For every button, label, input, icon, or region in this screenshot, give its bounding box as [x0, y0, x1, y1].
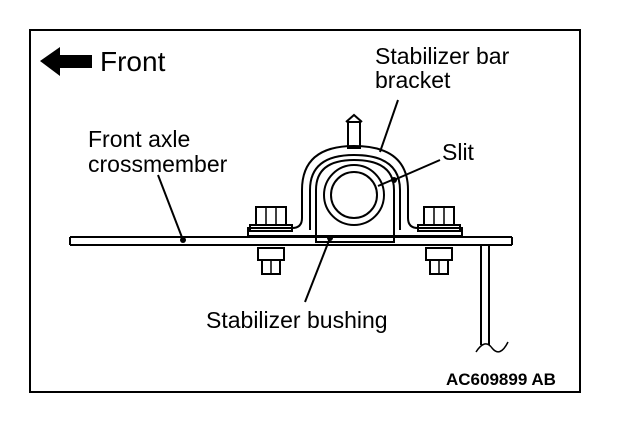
right-mounting-bolt: [417, 206, 461, 275]
stabilizer-bushing: [315, 158, 395, 243]
bracket-label-line1: Stabilizer bar: [375, 43, 510, 69]
bracket-leader: [379, 99, 399, 153]
slit-label: Slit: [442, 139, 475, 165]
bushing-leader: [304, 237, 331, 303]
stabilizer-bar-bracket: [247, 113, 463, 237]
figure-code: AC609899 AB: [446, 370, 556, 389]
crossmember-leader-dot: [180, 237, 186, 243]
figure-frame: [29, 29, 581, 393]
crossmember-label-line2: crossmember: [88, 151, 228, 177]
left-mounting-bolt: [249, 206, 293, 275]
crossmember-leader: [157, 174, 184, 241]
crossmember-label-line1: Front axle: [88, 126, 190, 152]
front-label: Front: [100, 46, 166, 77]
front-arrow-icon: [40, 47, 92, 76]
bushing-label: Stabilizer bushing: [206, 307, 388, 333]
bracket-label-line2: bracket: [375, 67, 451, 93]
slit-leader: [393, 159, 441, 181]
bushing-leader-dot: [327, 235, 333, 241]
crossmember-plate: [69, 236, 513, 353]
slit-leader-dot: [391, 177, 397, 183]
